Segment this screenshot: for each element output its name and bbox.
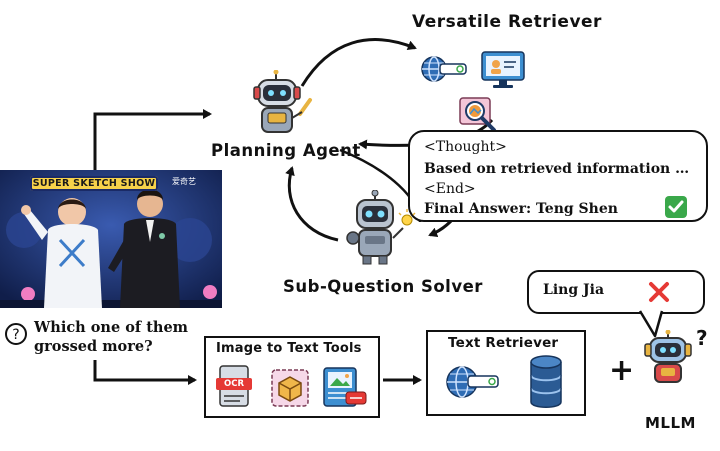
mllm-label: MLLM <box>645 414 696 432</box>
show-banner: SUPER SKETCH SHOW <box>30 176 158 191</box>
thought-bubble: <Thought> Based on retrieved information… <box>408 130 708 222</box>
thought-text: Based on retrieved information … <box>424 161 690 177</box>
object-detection-icon <box>270 368 310 412</box>
text-retriever-box: Text Retriever <box>426 330 586 416</box>
database-icon <box>528 354 564 412</box>
ocr-label: OCR <box>223 379 244 389</box>
mllm-answer-text: Ling Jia <box>543 282 605 298</box>
mllm-question-mark: ? <box>696 326 709 350</box>
arrow-photo-to-planning <box>93 109 212 170</box>
mllm-robot-icon <box>644 329 696 388</box>
planning-agent-label: Planning Agent <box>211 141 361 160</box>
arrow-planning-to-retriever <box>300 38 417 87</box>
arrow-solver-to-planning <box>285 166 339 242</box>
web-search-globe-icon <box>444 362 500 406</box>
question-line-1: Which one of them <box>34 319 189 336</box>
image-to-text-tools-box: Image to Text Tools OCR <box>204 336 380 418</box>
planning-agent-robot-icon <box>252 69 314 142</box>
arrow-question-to-tools <box>93 360 197 385</box>
show-banner-text: SUPER SKETCH SHOW <box>32 178 156 189</box>
mllm-answer-bubble: Ling Jia <box>527 270 705 314</box>
check-mark-icon <box>664 195 688 223</box>
web-search-icon <box>420 52 468 90</box>
sub-question-solver-robot-icon <box>345 189 417 270</box>
channel-logo: 爱奇艺 <box>172 177 196 186</box>
profile-monitor-icon <box>480 50 526 94</box>
thought-end-tag: <End> <box>424 181 476 197</box>
thought-open-tag: <Thought> <box>424 139 507 155</box>
text-retriever-title: Text Retriever <box>448 335 559 351</box>
image-search-icon <box>458 96 502 140</box>
sub-question-solver-label: Sub-Question Solver <box>283 277 483 296</box>
plus-sign: + <box>609 353 635 388</box>
versatile-retriever-title: Versatile Retriever <box>412 12 602 32</box>
image-to-text-tools-title: Image to Text Tools <box>216 341 362 356</box>
question-circle-icon: ? <box>4 322 28 350</box>
question-line-2: grossed more? <box>34 338 153 355</box>
image-caption-icon <box>322 366 368 414</box>
question-text: Which one of them grossed more? <box>34 318 188 356</box>
cross-mark-icon <box>647 280 671 308</box>
ocr-icon: OCR <box>216 364 252 414</box>
svg-text:?: ? <box>12 327 19 343</box>
final-answer-text: Final Answer: Teng Shen <box>424 201 618 217</box>
show-photo: SUPER SKETCH SHOW 爱奇艺 <box>0 170 222 308</box>
